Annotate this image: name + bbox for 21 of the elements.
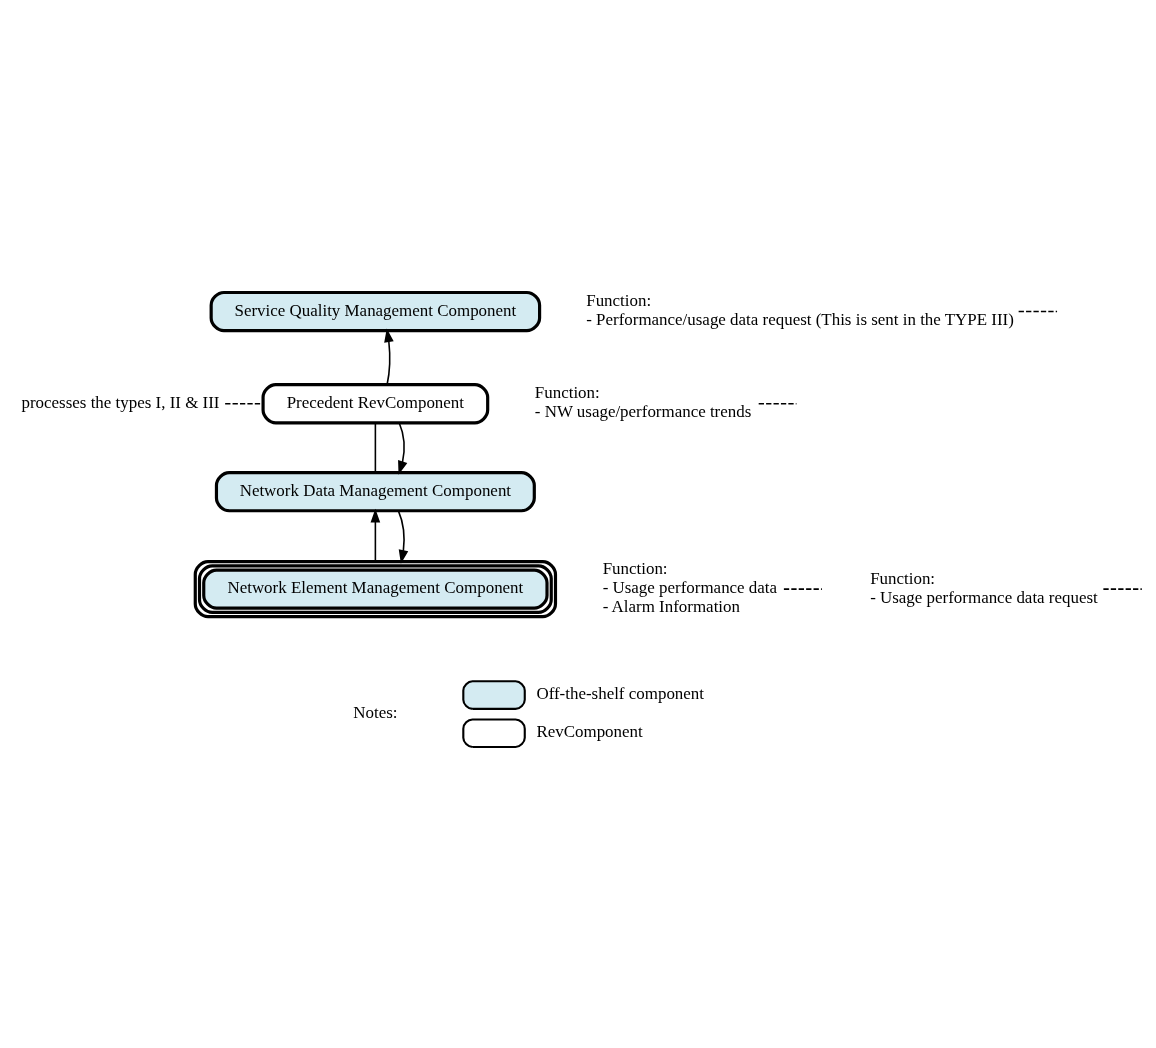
arrow bbox=[398, 421, 408, 475]
connector bbox=[783, 587, 823, 590]
connector bbox=[1017, 310, 1058, 312]
connector bbox=[224, 402, 264, 404]
node-box: Precedent RevComponent bbox=[261, 382, 490, 424]
node-text: Function: - Usage performance data request bbox=[870, 568, 1098, 607]
node-text: Function: - Usage performance data - Alarm Information bbox=[602, 558, 778, 616]
node-text: processes the types I, II & III bbox=[21, 392, 220, 412]
arrow bbox=[384, 327, 394, 385]
arrow bbox=[370, 508, 381, 562]
connector bbox=[374, 421, 377, 473]
legend-label: Off-the-shelf component bbox=[536, 683, 705, 703]
node-box: Network Element Management Component bbox=[193, 559, 558, 618]
arrow bbox=[397, 509, 409, 564]
node-box: Service Quality Management Component bbox=[209, 290, 542, 332]
node-text: Function: - NW usage/performance trends bbox=[534, 382, 752, 421]
legend-label: RevComponent bbox=[536, 721, 643, 741]
node-text: Function: - Performance/usage data request (This is sent in the TYPE III) bbox=[586, 290, 1014, 329]
connector bbox=[1102, 587, 1143, 590]
node-box: Network Data Management Component bbox=[214, 470, 536, 512]
label: Notes: bbox=[353, 702, 398, 722]
